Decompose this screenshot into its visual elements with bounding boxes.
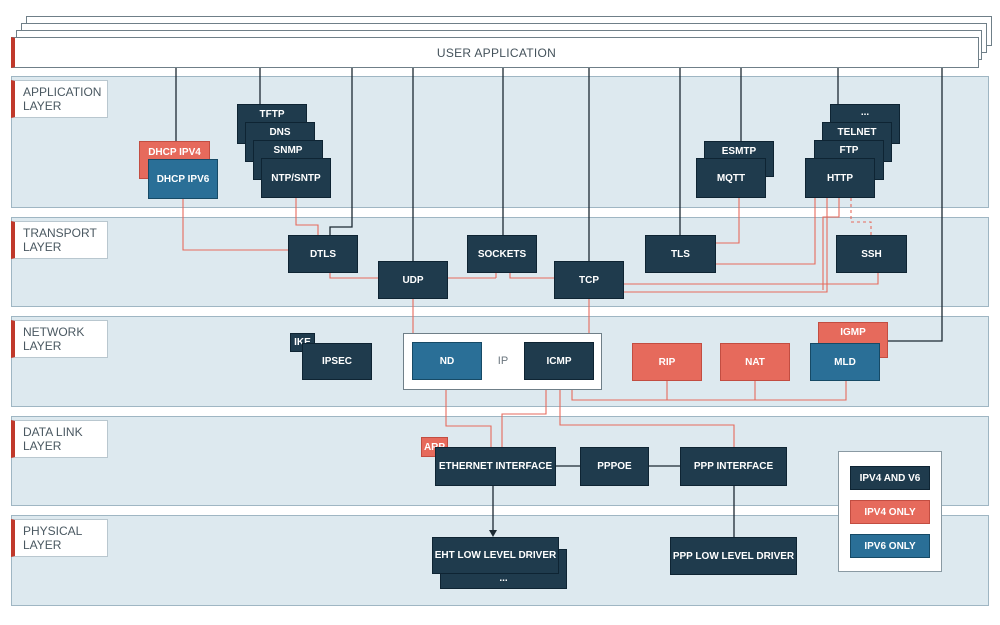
legend-ipv4-and-v6: IPV4 AND V6 xyxy=(850,466,930,490)
ntp-sntp-box: NTP/SNTP xyxy=(261,158,331,198)
eht-low-level-driver-box: EHT LOW LEVEL DRIVER xyxy=(432,537,559,574)
http-box: HTTP xyxy=(805,158,875,198)
ssh-box: SSH xyxy=(836,235,907,273)
datalink-layer-label: DATA LINK LAYER xyxy=(11,420,108,458)
icmp-box: ICMP xyxy=(524,342,594,380)
application-layer-label: APPLICATION LAYER xyxy=(11,80,108,118)
transport-layer-label: TRANSPORT LAYER xyxy=(11,221,108,259)
rip-box: RIP xyxy=(632,343,702,381)
tcp-box: TCP xyxy=(554,261,624,299)
dtls-box: DTLS xyxy=(288,235,358,273)
user-application-bar: USER APPLICATION xyxy=(11,37,979,68)
physical-layer-label: PHYSICAL LAYER xyxy=(11,519,108,557)
nd-box: ND xyxy=(412,342,482,380)
ppp-interface-box: PPP INTERFACE xyxy=(680,447,787,486)
user-application-title: USER APPLICATION xyxy=(436,45,557,60)
dhcp-ipv6-box: DHCP IPV6 xyxy=(148,159,218,199)
legend-ipv4-only: IPV4 ONLY xyxy=(850,500,930,524)
ethernet-interface-box: ETHERNET INTERFACE xyxy=(435,447,556,486)
ip-label: IP xyxy=(497,355,509,367)
sockets-box: SOCKETS xyxy=(467,235,537,273)
pppoe-box: PPPOE xyxy=(580,447,649,486)
mqtt-box: MQTT xyxy=(696,158,766,198)
ipsec-box: IPSEC xyxy=(302,343,372,380)
network-layer-label: NETWORK LAYER xyxy=(11,320,108,358)
ppp-low-level-driver-box: PPP LOW LEVEL DRIVER xyxy=(670,537,797,575)
udp-box: UDP xyxy=(378,261,448,299)
nat-box: NAT xyxy=(720,343,790,381)
tls-box: TLS xyxy=(645,235,716,273)
legend-ipv6-only: IPV6 ONLY xyxy=(850,534,930,558)
mld-box: MLD xyxy=(810,343,880,381)
